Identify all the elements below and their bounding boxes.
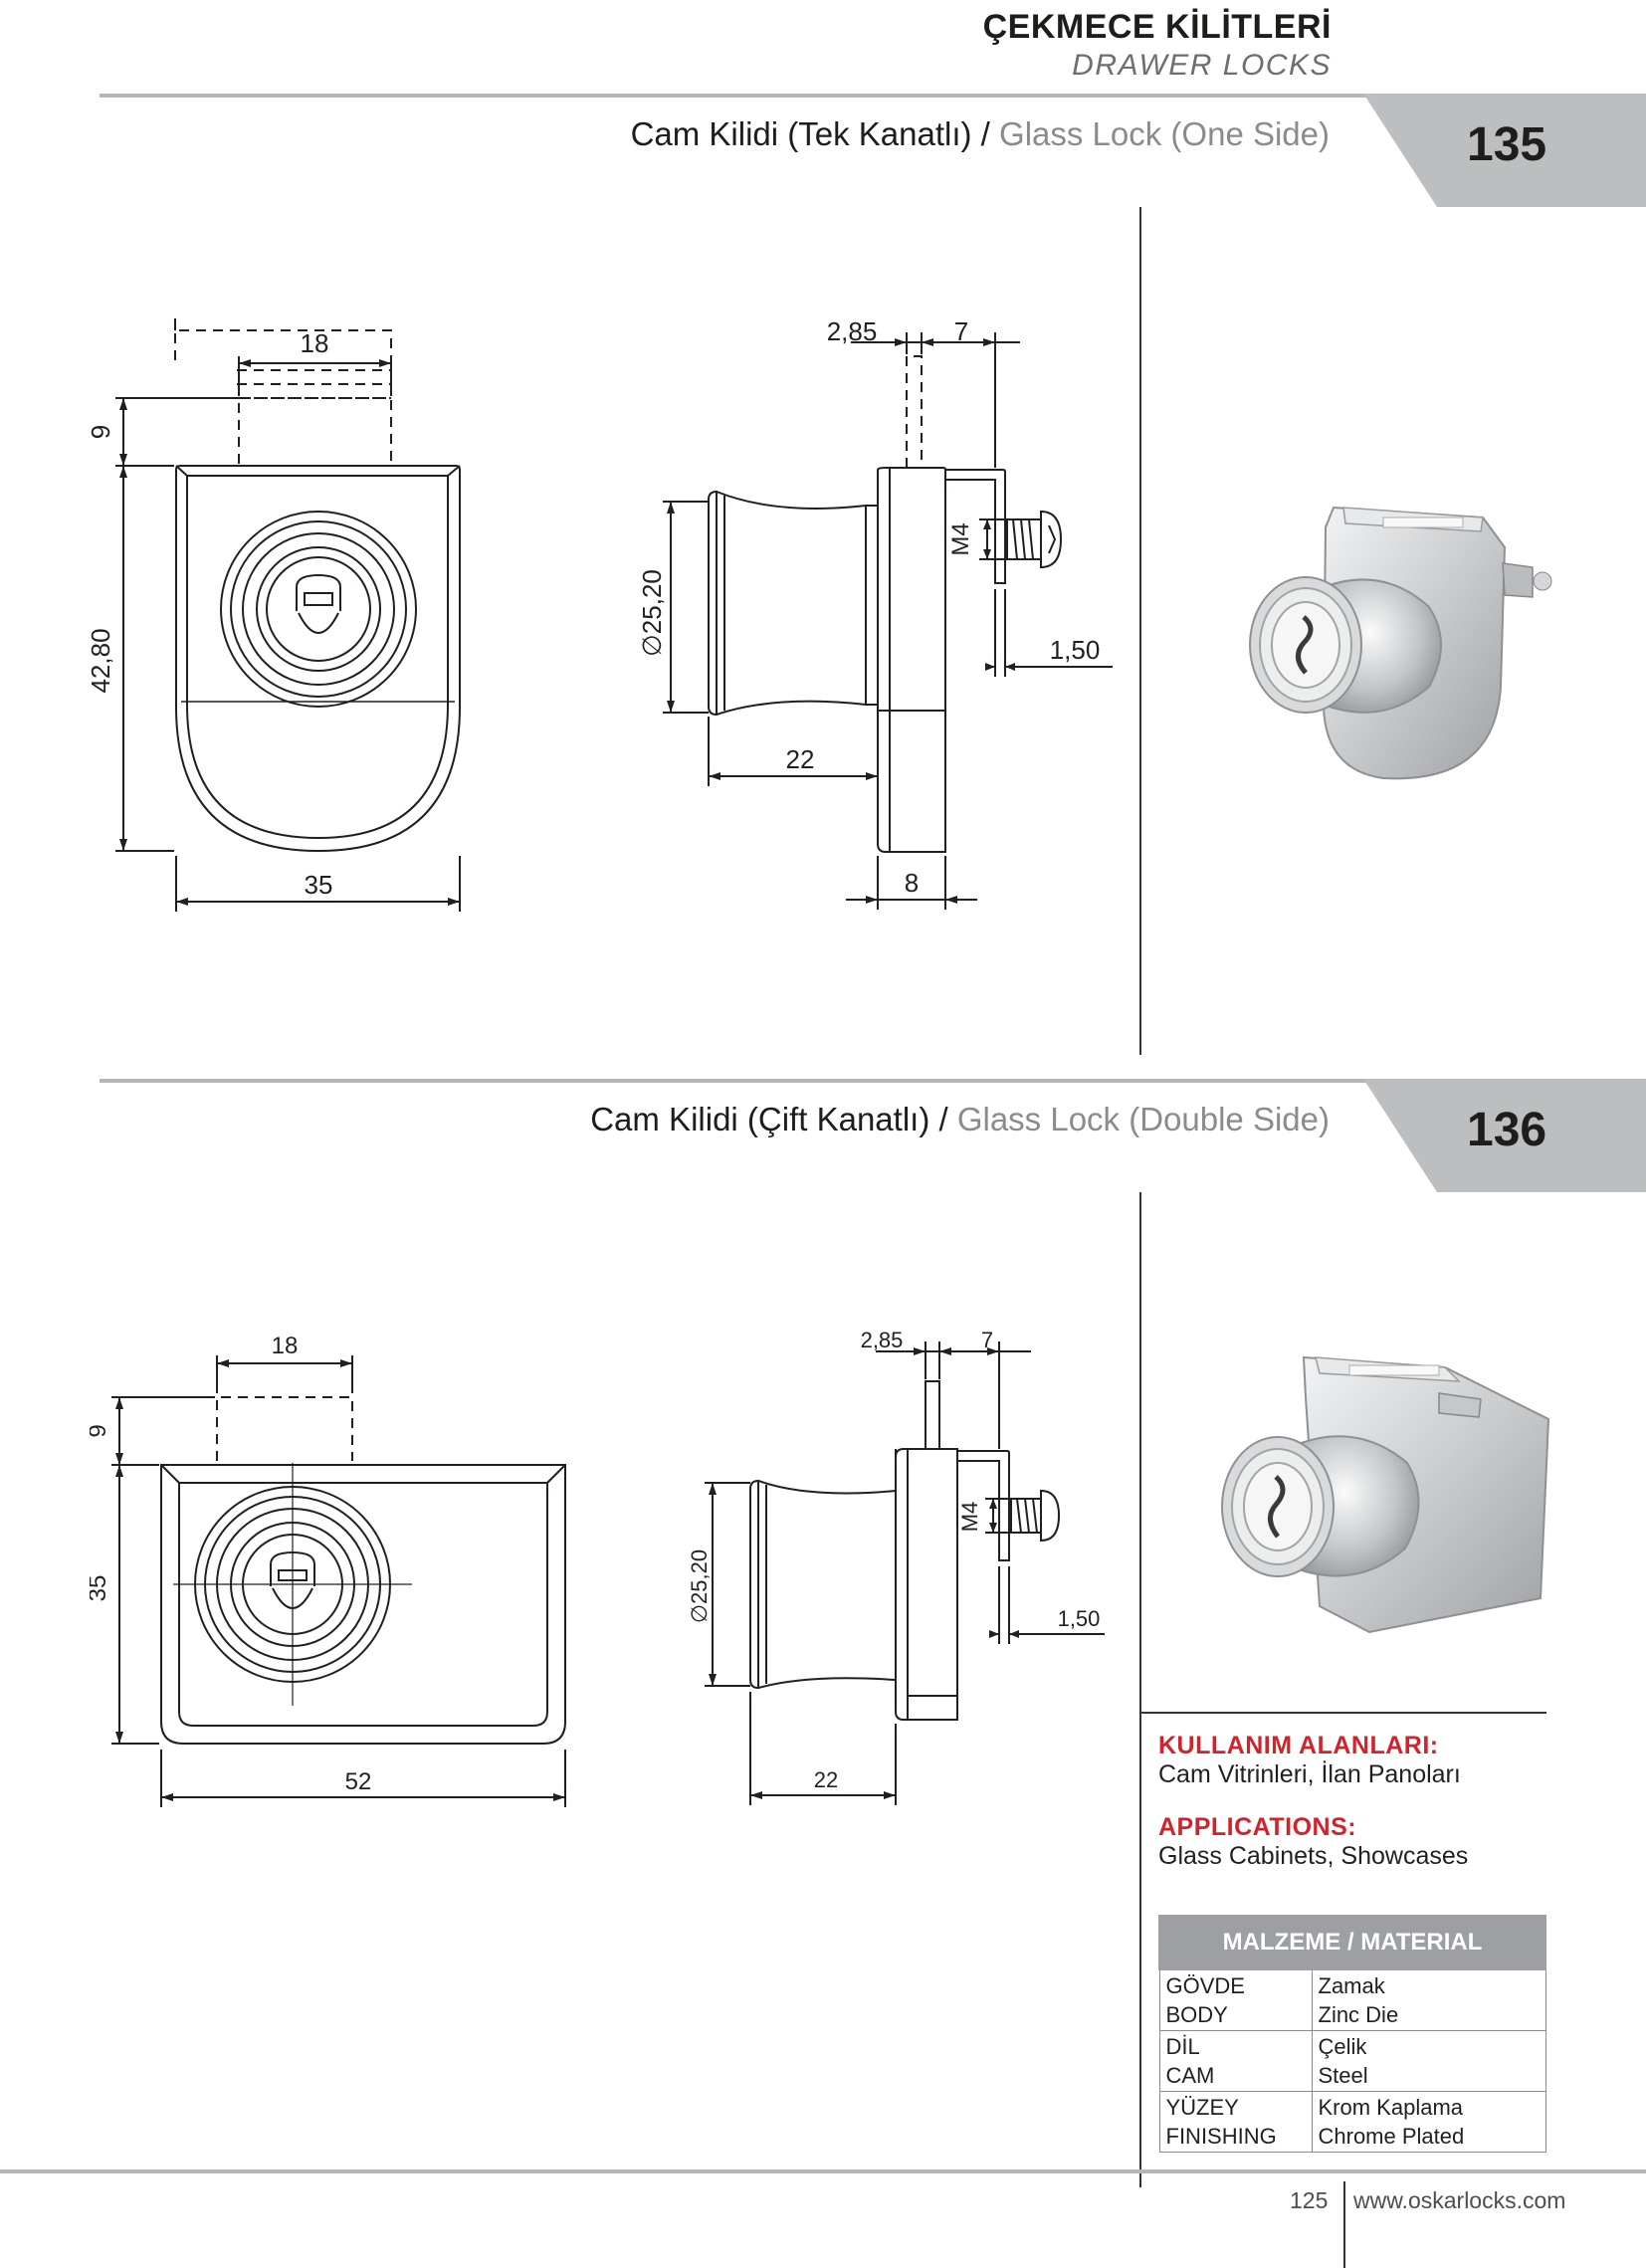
dim-body-height-136: 35 [90,1575,111,1602]
section-rule-135 [100,94,1375,98]
label-tr: DİL [1165,2034,1200,2059]
dim-b-135: 7 [954,316,968,346]
section-rule-136 [100,1079,1375,1083]
front-view-drawing-135: 18 9 42,80 35 [86,318,461,912]
value-en: Chrome Plated [1318,2124,1465,2149]
product-code-135: 135 [1467,118,1547,171]
footer-rule [0,2169,1646,2173]
category-title-en: DRAWER LOCKS [1072,49,1332,82]
dim-top-width-135: 18 [301,328,329,358]
material-label: GÖVDE BODY [1158,1968,1313,2031]
dim-top-height-136: 9 [90,1424,111,1437]
section-divider-135 [1139,207,1141,1055]
value-en: Zinc Die [1318,2002,1399,2027]
product-title-tr-135: Cam Kilidi (Tek Kanatlı) / [630,115,990,152]
dim-diameter-value-136: 25,20 [687,1549,712,1604]
side-view-drawing-136: 2,85 7 ∅25,20 M4 1,50 22 [687,1328,1105,1805]
dim-body-height-135: 42,80 [86,628,115,693]
product-title-tr-136: Cam Kilidi (Çift Kanatlı) / [590,1101,948,1137]
label-tr: YÜZEY [1165,2095,1239,2120]
dim-diameter-135: ∅25,20 [637,569,667,657]
product-title-en-136: Glass Lock (Double Side) [956,1101,1330,1137]
dim-top-height-135: 9 [86,425,115,439]
dim-a-135: 2,85 [827,316,878,346]
dim-body-width-136: 52 [345,1768,372,1795]
info-divider [1140,1712,1546,1714]
section-divider-136 [1139,1192,1141,2187]
product-title-135: Cam Kilidi (Tek Kanatlı) / Glass Lock (O… [631,115,1330,153]
dim-thickness-136: 1,50 [1058,1606,1101,1631]
dim-diameter-value-135: 25,20 [637,569,667,634]
product-title-136: Cam Kilidi (Çift Kanatlı) / Glass Lock (… [590,1101,1330,1138]
side-view-drawing-135: 2,85 7 ∅25,20 M4 1,50 22 8 [637,316,1113,910]
dim-thickness-135: 1,50 [1050,635,1101,665]
value-tr: Krom Kaplama [1318,2095,1464,2120]
dim-top-width-136: 18 [272,1334,299,1359]
dim-depth-136: 22 [814,1767,838,1792]
applications-tr-text: Cam Vitrinleri, İlan Panoları [1158,1760,1461,1788]
label-en: FINISHING [1165,2124,1277,2149]
value-tr: Zamak [1318,1973,1385,1998]
material-label: DİL CAM [1158,2030,1313,2092]
dim-body-width-135: 35 [305,870,333,900]
footer-separator [1343,2181,1345,2268]
dim-b-136: 7 [981,1328,993,1352]
value-en: Steel [1318,2063,1368,2088]
page-number: 125 [1290,2187,1329,2213]
material-table-heading: MALZEME / MATERIAL [1158,1915,1546,1970]
website-link[interactable]: www.oskarlocks.com [1353,2187,1566,2213]
dim-base-135: 8 [905,868,919,898]
dim-diameter-136: ∅25,20 [687,1549,712,1623]
dim-a-136: 2,85 [861,1328,904,1352]
code-tab-135 [1363,94,1646,207]
label-en: BODY [1165,2002,1228,2027]
product-image-135 [1249,506,1552,780]
page-header: ÇEKMECE KİLİTLERİ DRAWER LOCKS [983,8,1332,83]
dim-thread-135: M4 [947,522,974,555]
info-panel: KULLANIM ALANLARI: Cam Vitrinleri, İlan … [1158,1732,1468,1871]
label-tr: GÖVDE [1165,1973,1245,1998]
applications-en-text: Glass Cabinets, Showcases [1158,1842,1469,1870]
category-title-tr: ÇEKMECE KİLİTLERİ [982,8,1332,46]
product-code-136: 136 [1467,1104,1547,1156]
product-image-136 [1221,1355,1550,1634]
dim-thread-136: M4 [957,1502,982,1533]
applications-en-heading: APPLICATIONS: [1158,1813,1357,1841]
applications-tr-heading: KULLANIM ALANLARI: [1158,1732,1439,1759]
product-title-en-135: Glass Lock (One Side) [999,115,1330,152]
dim-depth-135: 22 [786,744,815,774]
value-tr: Çelik [1318,2034,1367,2059]
code-tab-136 [1363,1079,1646,1192]
material-label: YÜZEY FINISHING [1158,2091,1313,2153]
front-view-drawing-136: 18 9 35 52 [90,1334,566,1807]
label-en: CAM [1165,2063,1215,2088]
